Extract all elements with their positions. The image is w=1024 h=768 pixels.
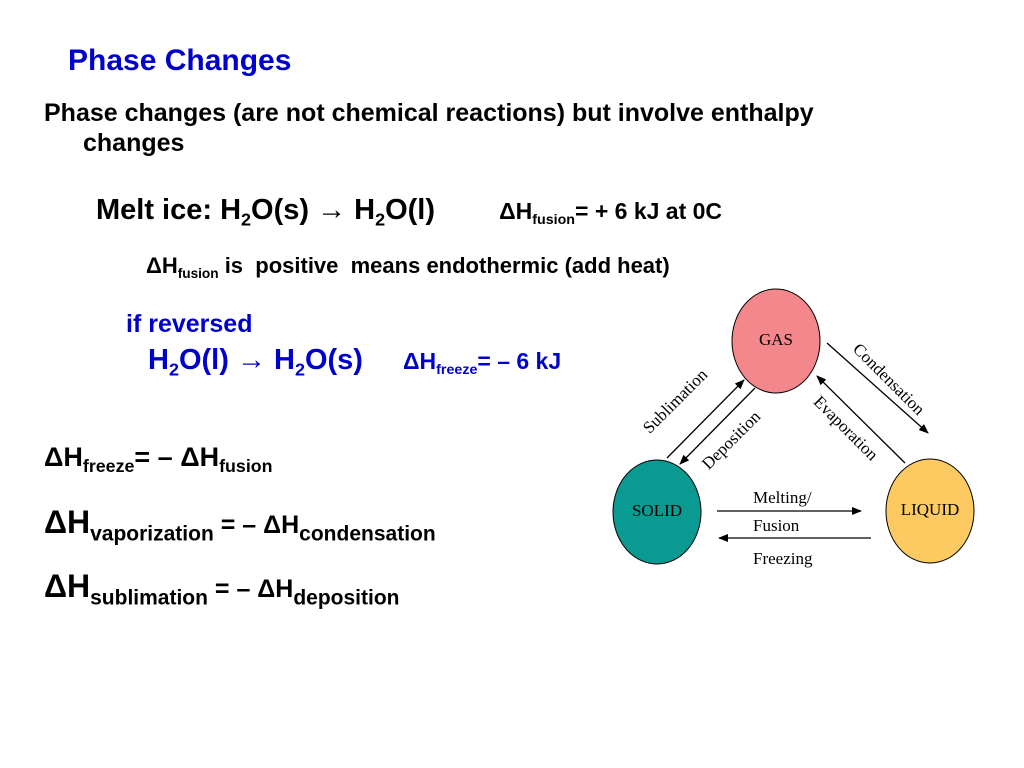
delta-h: ΔH	[257, 575, 294, 603]
delta-h: ΔH	[44, 568, 91, 604]
deposition-arrow	[679, 387, 756, 465]
endothermic-note: ΔHfusion is positive means endothermic (…	[146, 253, 670, 281]
operator: = –	[134, 442, 181, 472]
note-text: is positive means endothermic (add heat)	[218, 253, 670, 278]
freezing-label: Freezing	[753, 549, 813, 568]
delta-h: ΔH	[180, 442, 220, 472]
liquid-label: LIQUID	[901, 500, 960, 519]
subscript: 2	[294, 359, 305, 380]
gas-label: GAS	[759, 330, 793, 349]
reverse-text: O(l) → H	[178, 344, 295, 376]
melt-text: Melt ice: H	[96, 194, 242, 226]
subscript: deposition	[293, 586, 400, 610]
intro-line-2: changes	[83, 129, 185, 157]
fusion-enthalpy: ΔHfusion= + 6 kJ at 0C	[499, 198, 723, 227]
reverse-equation: H2O(l) → H2O(s) ΔHfreeze= – 6 kJ	[148, 344, 562, 380]
intro-text: Phase changes (are not chemical reaction…	[44, 98, 1004, 158]
solid-label: SOLID	[632, 501, 682, 520]
subscript: sublimation	[90, 586, 208, 610]
subscript: 2	[168, 359, 179, 380]
melt-text: O(s) → H	[251, 194, 376, 226]
equation-vaporization-condensation: ΔHvaporization = – ΔHcondensation	[44, 504, 436, 544]
reverse-text: O(s)	[304, 344, 363, 376]
delta-h: ΔH	[263, 511, 300, 539]
condensation-arrow	[826, 342, 929, 434]
enthalpy-value: = + 6 kJ at 0C	[575, 198, 723, 224]
condensation-label: Condensation	[849, 339, 929, 419]
evaporation-label: Evaporation	[810, 392, 883, 465]
slide-title: Phase Changes	[68, 44, 292, 77]
evaporation-arrow	[816, 375, 906, 464]
delta-h: ΔH	[44, 442, 83, 472]
melting-label: Melting/	[753, 488, 812, 507]
delta-h: ΔH	[44, 504, 91, 540]
delta-h: ΔH	[499, 198, 533, 224]
subscript: fusion	[177, 265, 219, 281]
melt-equation: Melt ice: H2O(s) → H2O(l) ΔHfusion= + 6 …	[96, 194, 723, 230]
subscript: condensation	[299, 522, 436, 546]
solid-node	[612, 459, 702, 565]
equation-sublimation-deposition: ΔHsublimation = – ΔHdeposition	[44, 568, 400, 608]
operator: = –	[207, 575, 258, 603]
subscript: freeze	[82, 456, 135, 477]
freeze-enthalpy: ΔHfreeze= – 6 kJ	[403, 348, 562, 377]
subscript: fusion	[532, 211, 575, 228]
subscript: 2	[375, 209, 386, 230]
fusion-label: Fusion	[753, 516, 800, 535]
sublimation-arrow	[666, 379, 745, 459]
equation-freeze-fusion: ΔHfreeze= – ΔHfusion	[44, 442, 273, 477]
subscript: vaporization	[90, 522, 214, 546]
enthalpy-value: = – 6 kJ	[477, 348, 562, 374]
liquid-node	[885, 458, 975, 564]
subscript: fusion	[219, 456, 273, 477]
gas-node	[731, 288, 821, 394]
delta-h: ΔH	[146, 253, 178, 278]
if-reversed-label: if reversed	[126, 310, 253, 338]
sublimation-label: Sublimation	[639, 365, 712, 438]
operator: = –	[213, 511, 264, 539]
reverse-text: H	[148, 344, 169, 376]
intro-line-1: Phase changes (are not chemical reaction…	[44, 99, 814, 127]
subscript: freeze	[436, 361, 478, 378]
delta-h: ΔH	[403, 348, 437, 374]
melt-text: O(l)	[385, 194, 436, 226]
subscript: 2	[241, 209, 252, 230]
